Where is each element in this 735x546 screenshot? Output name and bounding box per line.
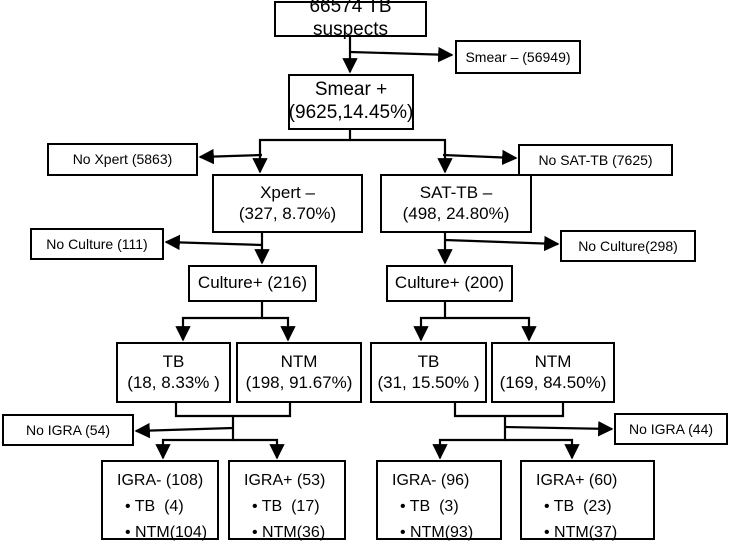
- igra-positive-left-title: IGRA+ (53): [244, 472, 326, 489]
- tb-right-line1: TB: [417, 352, 440, 372]
- sat-tb-negative-line2: (498, 24.80%): [402, 203, 510, 223]
- igra-positive-right-ntm: • NTM(37): [544, 524, 618, 541]
- tb-left-node: TB (18, 8.33% ): [116, 342, 231, 403]
- igra-positive-left-node: IGRA+ (53) • TB (17) • NTM(36): [228, 460, 346, 541]
- no-culture-right-node: No Culture(298): [560, 230, 696, 262]
- ntm-right-line1: NTM: [534, 352, 572, 372]
- sat-tb-negative-node: SAT-TB – (498, 24.80%): [380, 174, 532, 233]
- smear-positive-line1: Smear +: [314, 79, 388, 101]
- smear-negative-label: Smear – (56949): [465, 48, 571, 65]
- igra-negative-right-node: IGRA- (96) • TB (3) • NTM(93): [376, 460, 502, 541]
- culture-positive-left-label: Culture+ (216): [197, 273, 308, 293]
- igra-positive-right-title: IGRA+ (60): [536, 472, 618, 489]
- no-igra-left-node: No IGRA (54): [2, 414, 134, 446]
- smear-negative-node: Smear – (56949): [455, 40, 581, 74]
- root-node-label: 66574 TB suspects: [309, 0, 392, 40]
- ntm-right-line2: (169, 84.50%): [499, 372, 607, 392]
- tb-left-line1: TB: [162, 352, 185, 372]
- ntm-left-node: NTM (198, 91.67%): [236, 342, 362, 403]
- igra-negative-right-tb: • TB (3): [400, 498, 459, 515]
- tb-right-node: TB (31, 15.50% ): [370, 342, 487, 403]
- culture-positive-right-node: Culture+ (200): [386, 265, 513, 302]
- igra-negative-right-title: IGRA- (96): [392, 472, 470, 489]
- sat-tb-negative-line1: SAT-TB –: [419, 183, 493, 203]
- igra-positive-left-tb: • TB (17): [252, 498, 320, 515]
- no-igra-left-label: No IGRA (54): [25, 421, 111, 438]
- culture-positive-left-node: Culture+ (216): [188, 265, 317, 302]
- xpert-negative-line2: (327, 8.70%): [238, 203, 337, 223]
- smear-positive-node: Smear + (9625,14.45%): [288, 74, 414, 130]
- no-igra-right-label: No IGRA (44): [628, 420, 714, 437]
- no-culture-right-label: No Culture(298): [578, 237, 678, 254]
- ntm-left-line2: (198, 91.67%): [245, 372, 353, 392]
- igra-positive-left-ntm: • NTM(36): [252, 524, 326, 541]
- no-sat-tb-label: No SAT-TB (7625): [538, 151, 653, 168]
- ntm-left-line1: NTM: [280, 352, 318, 372]
- no-culture-left-node: No Culture (111): [30, 228, 164, 260]
- root-node: 66574 TB suspects: [274, 0, 427, 40]
- xpert-negative-line1: Xpert –: [260, 183, 315, 203]
- igra-negative-left-ntm: • NTM(104): [125, 524, 208, 541]
- xpert-negative-node: Xpert – (327, 8.70%): [212, 174, 363, 233]
- igra-negative-left-node: IGRA- (108) • TB (4) • NTM(104): [101, 460, 219, 541]
- igra-negative-right-ntm: • NTM(93): [400, 524, 474, 541]
- culture-positive-right-label: Culture+ (200): [394, 273, 505, 293]
- smear-positive-line2: (9625,14.45%): [288, 102, 414, 123]
- igra-positive-right-tb: • TB (23): [544, 498, 612, 515]
- igra-negative-left-title: IGRA- (108): [117, 472, 204, 489]
- no-xpert-node: No Xpert (5863): [47, 143, 198, 176]
- no-xpert-label: No Xpert (5863): [72, 151, 173, 168]
- no-sat-tb-node: No SAT-TB (7625): [518, 144, 673, 176]
- ntm-right-node: NTM (169, 84.50%): [491, 342, 615, 403]
- igra-positive-right-node: IGRA+ (60) • TB (23) • NTM(37): [520, 460, 655, 541]
- no-igra-right-node: No IGRA (44): [614, 413, 728, 445]
- no-culture-left-label: No Culture (111): [46, 235, 148, 252]
- tb-left-line2: (18, 8.33% ): [127, 372, 220, 392]
- igra-negative-left-tb: • TB (4): [125, 498, 184, 515]
- tb-right-line2: (31, 15.50% ): [377, 372, 480, 392]
